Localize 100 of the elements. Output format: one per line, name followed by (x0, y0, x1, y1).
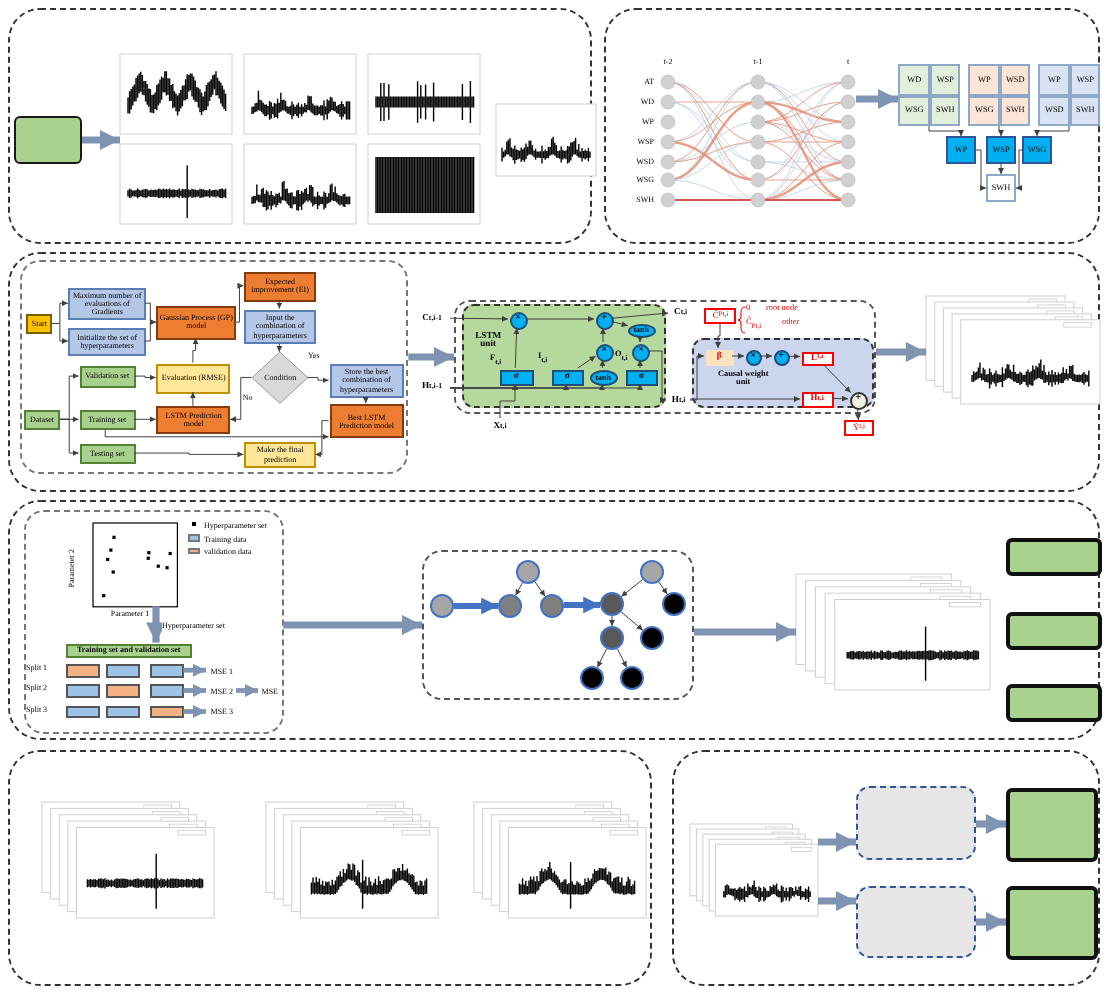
arrow (192, 337, 199, 364)
scatter-plot (92, 521, 179, 607)
causal-unit-box (692, 338, 875, 409)
fold-bar (105, 705, 141, 719)
arrow (1034, 125, 1070, 137)
fold-bar (149, 664, 185, 678)
process-box (640, 560, 665, 585)
process-box (540, 594, 565, 619)
stacked-charts-drawing (796, 574, 990, 690)
arrow (515, 582, 523, 596)
arrow (600, 327, 606, 343)
block-arrow (818, 831, 856, 853)
process-box (600, 626, 625, 651)
block-arrow (183, 663, 206, 677)
arrow (616, 648, 628, 668)
arrow (449, 383, 643, 390)
arrow (689, 396, 801, 402)
arrow (362, 397, 369, 404)
arrow (449, 315, 509, 322)
line-chart-thumbnail (496, 104, 596, 176)
line-chart-grid (120, 54, 480, 226)
block-arrow (82, 129, 120, 151)
arrow (59, 418, 79, 457)
variable-grid (968, 64, 1030, 126)
arrow (144, 302, 157, 326)
process-box (600, 592, 625, 617)
arrow (928, 125, 964, 137)
arrow (525, 316, 595, 322)
arrow (133, 416, 157, 423)
arrow (611, 310, 669, 319)
network-graph-drawing (660, 72, 856, 208)
fold-bar (65, 705, 101, 719)
block-arrow (694, 621, 796, 643)
arrow (689, 353, 705, 401)
fold-bar (65, 684, 101, 698)
fold-bar (105, 664, 141, 678)
block-arrow (564, 596, 600, 614)
process-box (516, 560, 541, 585)
block-arrow (183, 704, 206, 719)
fold-bar (149, 684, 185, 698)
arrow (1015, 149, 1023, 191)
process-box (662, 592, 687, 617)
arrow (759, 353, 773, 359)
process-box (498, 594, 523, 619)
arrow (822, 363, 852, 394)
arrow (637, 359, 643, 369)
arrow (306, 376, 330, 384)
process-box (620, 666, 645, 691)
placeholder-box (856, 786, 976, 860)
result-box (1006, 538, 1102, 576)
arrow (513, 327, 520, 369)
variable-grid (898, 64, 960, 126)
arrow (534, 581, 546, 597)
stacked-charts-drawing (926, 296, 1100, 404)
block-arrow (876, 341, 926, 363)
arrow (731, 353, 745, 359)
arrow (658, 581, 668, 595)
fold-bar (65, 664, 101, 678)
variable-grid (1038, 64, 1100, 126)
block-arrow (145, 606, 167, 643)
arrow (609, 615, 615, 627)
block-arrow (976, 813, 1006, 835)
arrow (133, 374, 157, 381)
result-box (1006, 788, 1098, 862)
fold-bar (149, 705, 185, 719)
block-arrow (283, 614, 422, 636)
model-frame (454, 300, 876, 414)
result-box (1006, 886, 1098, 960)
arrow (620, 579, 644, 597)
result-box (1006, 612, 1102, 650)
result-box (14, 116, 82, 164)
arrow (637, 335, 643, 343)
arrow (620, 611, 644, 631)
process-box (640, 626, 665, 651)
arrow (611, 320, 629, 327)
arrow (998, 125, 1004, 137)
arrow (229, 376, 252, 423)
arrow (234, 282, 244, 323)
arrow (276, 300, 283, 310)
arrow (648, 350, 667, 403)
arrow (787, 353, 801, 360)
arrow (715, 323, 721, 349)
stacked-charts-drawing (474, 802, 646, 918)
arrow (133, 451, 244, 458)
block-arrow (454, 597, 498, 615)
fold-bar (105, 684, 141, 698)
arrow (276, 343, 283, 353)
tree-panel (422, 550, 694, 700)
arrow (998, 163, 1004, 175)
arrow (104, 429, 330, 440)
result-box (1006, 684, 1102, 722)
arrow (596, 648, 608, 668)
block-arrow (976, 911, 1006, 933)
lstm-unit-box (462, 304, 667, 409)
flowchart-panel (20, 260, 409, 474)
block-arrow (408, 346, 454, 368)
arrow (189, 391, 196, 407)
stacked-charts-drawing (266, 802, 438, 918)
arrow (855, 407, 861, 421)
arrow (599, 359, 606, 369)
